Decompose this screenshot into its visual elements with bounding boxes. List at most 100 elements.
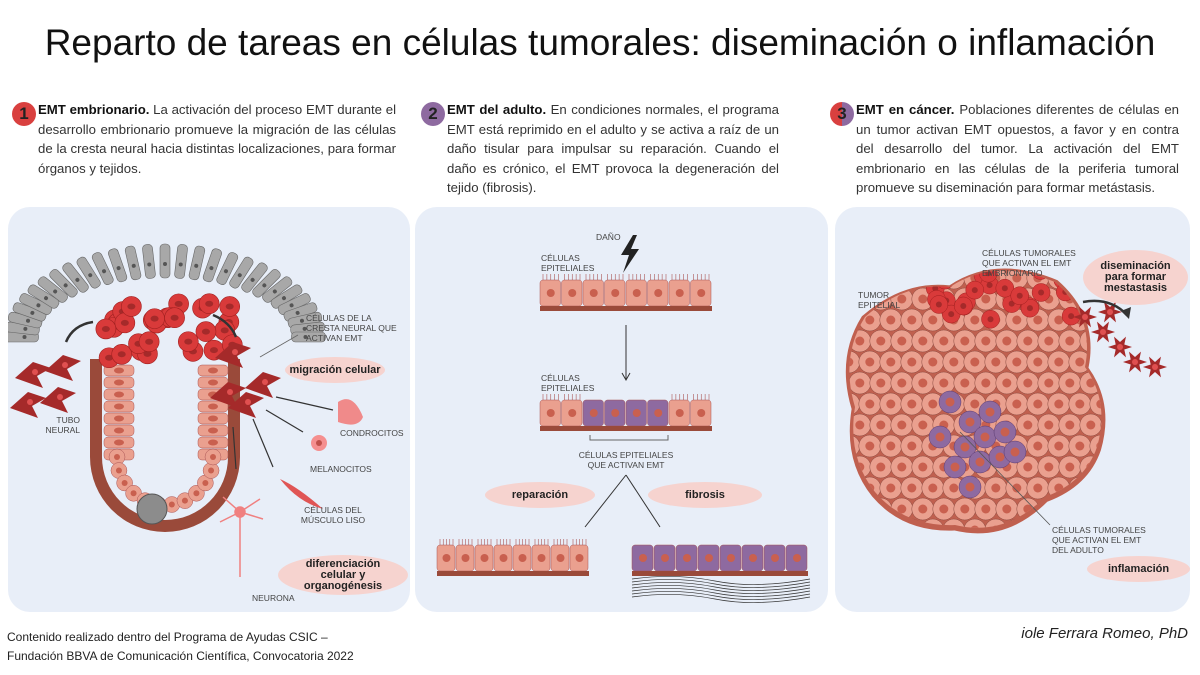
cell-nucleus	[939, 253, 948, 262]
ectoderm-cell	[124, 245, 141, 280]
cell-nucleus	[163, 262, 167, 266]
cell-nucleus	[1086, 505, 1095, 514]
cell-nucleus	[1107, 309, 1113, 315]
cell-nucleus	[1038, 290, 1044, 296]
cell-nucleus	[1075, 442, 1084, 451]
pill-differentiation: diferenciación celular y organogénesis	[278, 555, 408, 595]
cell-nucleus	[1033, 358, 1042, 367]
cell-nucleus	[118, 351, 126, 357]
cell-nucleus	[697, 409, 705, 417]
cell-nucleus	[1027, 305, 1033, 311]
tumor-cell	[880, 519, 902, 541]
page-title: Reparto de tareas en células tumorales: …	[0, 22, 1200, 64]
cell-nucleus	[500, 554, 508, 562]
cell-nucleus	[210, 347, 218, 353]
cell-nucleus	[1044, 337, 1053, 346]
step-badge-2: 2	[421, 102, 445, 126]
cell-nucleus	[793, 554, 801, 562]
cell-nucleus	[966, 418, 975, 427]
cell-nucleus	[114, 380, 124, 386]
cell-nucleus	[876, 337, 885, 346]
cell-nucleus	[970, 358, 979, 367]
cell-nucleus	[771, 554, 779, 562]
cell-nucleus	[611, 289, 619, 297]
label-chondrocytes: Condrocitos	[340, 428, 404, 438]
cell-nucleus	[1068, 313, 1074, 319]
cell-nucleus	[121, 320, 129, 326]
cell-nucleus	[1100, 329, 1106, 335]
cell-nucleus	[131, 490, 137, 496]
cell-nucleus	[547, 289, 555, 297]
cell-nucleus	[886, 400, 895, 409]
cell-nucleus	[1044, 421, 1053, 430]
cell-nucleus	[171, 315, 179, 321]
cell-nucleus	[897, 379, 906, 388]
cell-nucleus	[907, 274, 916, 283]
label-damage: Daño	[596, 232, 621, 242]
cell-nucleus	[946, 398, 955, 407]
cell-nucleus	[208, 468, 214, 474]
cell-nucleus	[844, 526, 853, 535]
label-smooth-muscle: Células del músculo liso	[298, 505, 368, 525]
tumor-cell	[838, 435, 860, 457]
tumor-cell	[849, 498, 871, 520]
cell-nucleus	[855, 337, 864, 346]
cell-nucleus	[205, 301, 213, 307]
cell-nucleus	[1001, 428, 1010, 437]
tumor-cell	[1101, 372, 1123, 394]
cell-nucleus	[590, 409, 598, 417]
pill-repair: reparación	[485, 482, 595, 508]
cell-body	[142, 244, 156, 279]
label-crest-cells: Células de la cresta neural que activan …	[306, 313, 406, 343]
cell-nucleus	[835, 421, 843, 430]
cell-nucleus	[1012, 358, 1021, 367]
cell-nucleus	[918, 379, 927, 388]
cell-nucleus	[960, 379, 969, 388]
cell-nucleus	[227, 389, 233, 395]
cell-nucleus	[844, 274, 853, 283]
cell-nucleus	[961, 443, 970, 452]
cell-nucleus	[519, 554, 527, 562]
cell-nucleus	[918, 421, 927, 430]
cell-nucleus	[981, 379, 990, 388]
cell-nucleus	[907, 442, 916, 451]
cell-nucleus	[918, 505, 927, 514]
cell-nucleus	[996, 453, 1005, 462]
embryonic-emt-cell	[931, 254, 949, 272]
cell-nucleus	[114, 440, 124, 446]
cell-nucleus	[151, 316, 159, 322]
cell-nucleus	[208, 416, 218, 422]
cell-nucleus	[481, 554, 489, 562]
tumor-cell	[954, 246, 976, 268]
cell-nucleus	[676, 409, 684, 417]
tumor-cell	[1090, 351, 1112, 373]
tumor-cell	[1101, 498, 1123, 520]
cell-body	[160, 244, 170, 278]
cell-nucleus	[897, 463, 906, 472]
epithelium-illustration	[415, 207, 828, 612]
cell-nucleus	[676, 289, 684, 297]
tumor-cell	[849, 246, 871, 268]
cell-nucleus	[122, 480, 128, 486]
cell-nucleus	[865, 358, 874, 367]
cell-nucleus	[232, 349, 238, 355]
cell-nucleus	[960, 253, 969, 262]
neuron	[220, 497, 263, 577]
cell-nucleus	[114, 428, 124, 434]
cell-nucleus	[1002, 337, 1011, 346]
cell-nucleus	[116, 468, 122, 474]
cell-nucleus	[62, 362, 68, 368]
cell-nucleus	[942, 277, 948, 283]
cell-nucleus	[1065, 421, 1074, 430]
cell-nucleus	[939, 379, 948, 388]
cell-nucleus	[221, 327, 229, 333]
pill-inflammation: inflamación	[1087, 556, 1190, 582]
cell-nucleus	[1096, 358, 1105, 367]
cell-nucleus	[568, 289, 576, 297]
cell-nucleus	[1017, 293, 1023, 299]
cell-nucleus	[939, 505, 948, 514]
tumor-cell	[835, 330, 850, 352]
pill-fibrosis: fibrosis	[648, 482, 762, 508]
cell-nucleus	[835, 463, 843, 472]
cell-nucleus	[951, 463, 960, 472]
